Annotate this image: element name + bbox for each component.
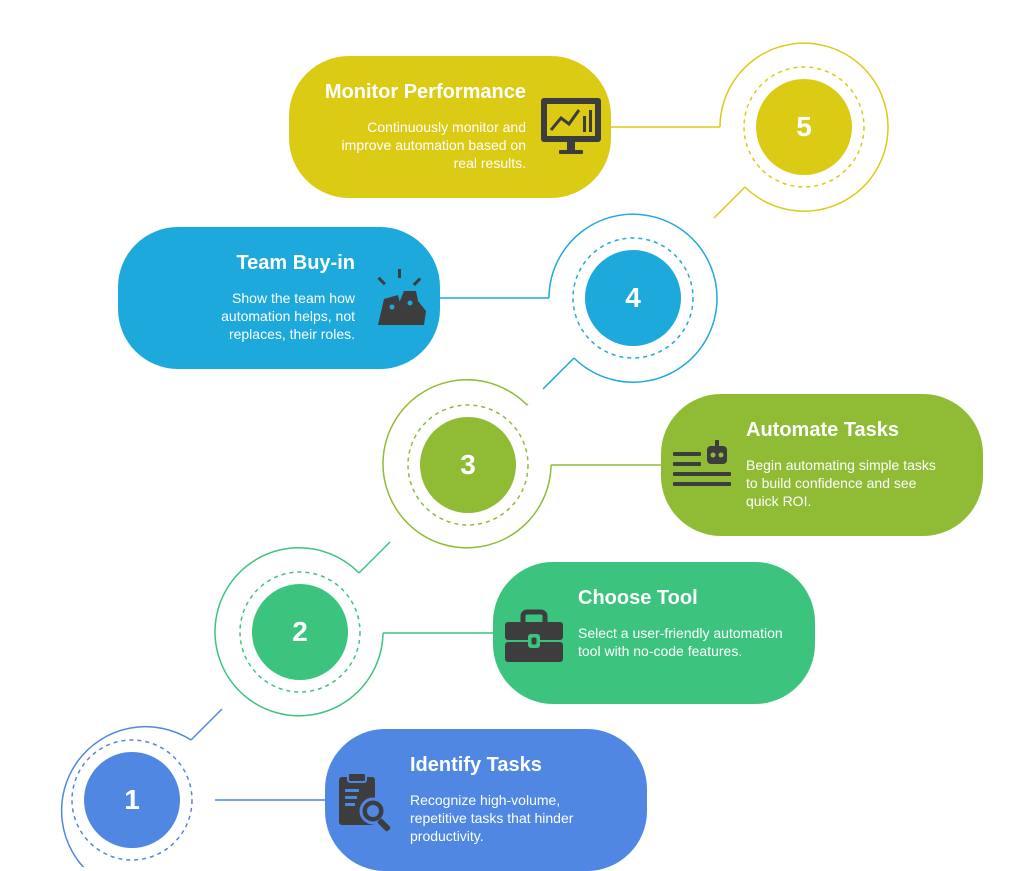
step-5-description: Continuously monitor and improve automat… [341, 119, 526, 171]
step-4-card: Team Buy-in Show the team how automation… [118, 227, 440, 369]
step-1-title: Identify Tasks [410, 754, 542, 776]
clipboard-search-icon [333, 771, 397, 840]
step-2-number: 2 [292, 616, 308, 647]
step-5-number: 5 [796, 111, 812, 142]
step-2-card: Choose Tool Select a user-friendly autom… [493, 562, 815, 704]
step-1-number-circle: 1 [84, 752, 180, 848]
step-4-title: Team Buy-in [236, 252, 355, 274]
step-5-number-circle: 5 [756, 79, 852, 175]
step-4-number: 4 [625, 282, 641, 313]
step-2-title: Choose Tool [578, 587, 698, 609]
step-5-title: Monitor Performance [324, 81, 526, 103]
step-3-number-circle: 3 [420, 417, 516, 513]
step-3-title: Automate Tasks [746, 419, 900, 441]
step-1-card: Identify Tasks Recognize high-volume, re… [325, 729, 647, 871]
celebrate-shoes-icon [370, 267, 430, 336]
toolbox-icon [503, 608, 565, 669]
step-3-ring [382, 379, 661, 549]
monitor-chart-icon [539, 96, 603, 165]
step-1-description: Recognize high-volume, repetitive tasks … [410, 792, 574, 844]
step-1-ring [60, 708, 325, 867]
step-4-description: Show the team how automation helps, not … [221, 290, 355, 342]
robot-list-icon [671, 436, 733, 501]
step-5-ring [611, 42, 889, 219]
step-2-number-circle: 2 [252, 584, 348, 680]
step-2-ring [214, 541, 493, 717]
step-2-description: Select a user-friendly automation tool w… [578, 625, 783, 659]
step-1-number: 1 [124, 784, 140, 815]
step-3-description: Begin automating simple tasks to build c… [746, 457, 936, 509]
step-4-ring [440, 213, 718, 390]
step-3-number: 3 [460, 449, 476, 480]
step-4-number-circle: 4 [585, 250, 681, 346]
step-3-card: Automate Tasks Begin automating simple t… [661, 394, 983, 536]
step-5-card: Monitor Performance Continuously monitor… [289, 56, 611, 198]
